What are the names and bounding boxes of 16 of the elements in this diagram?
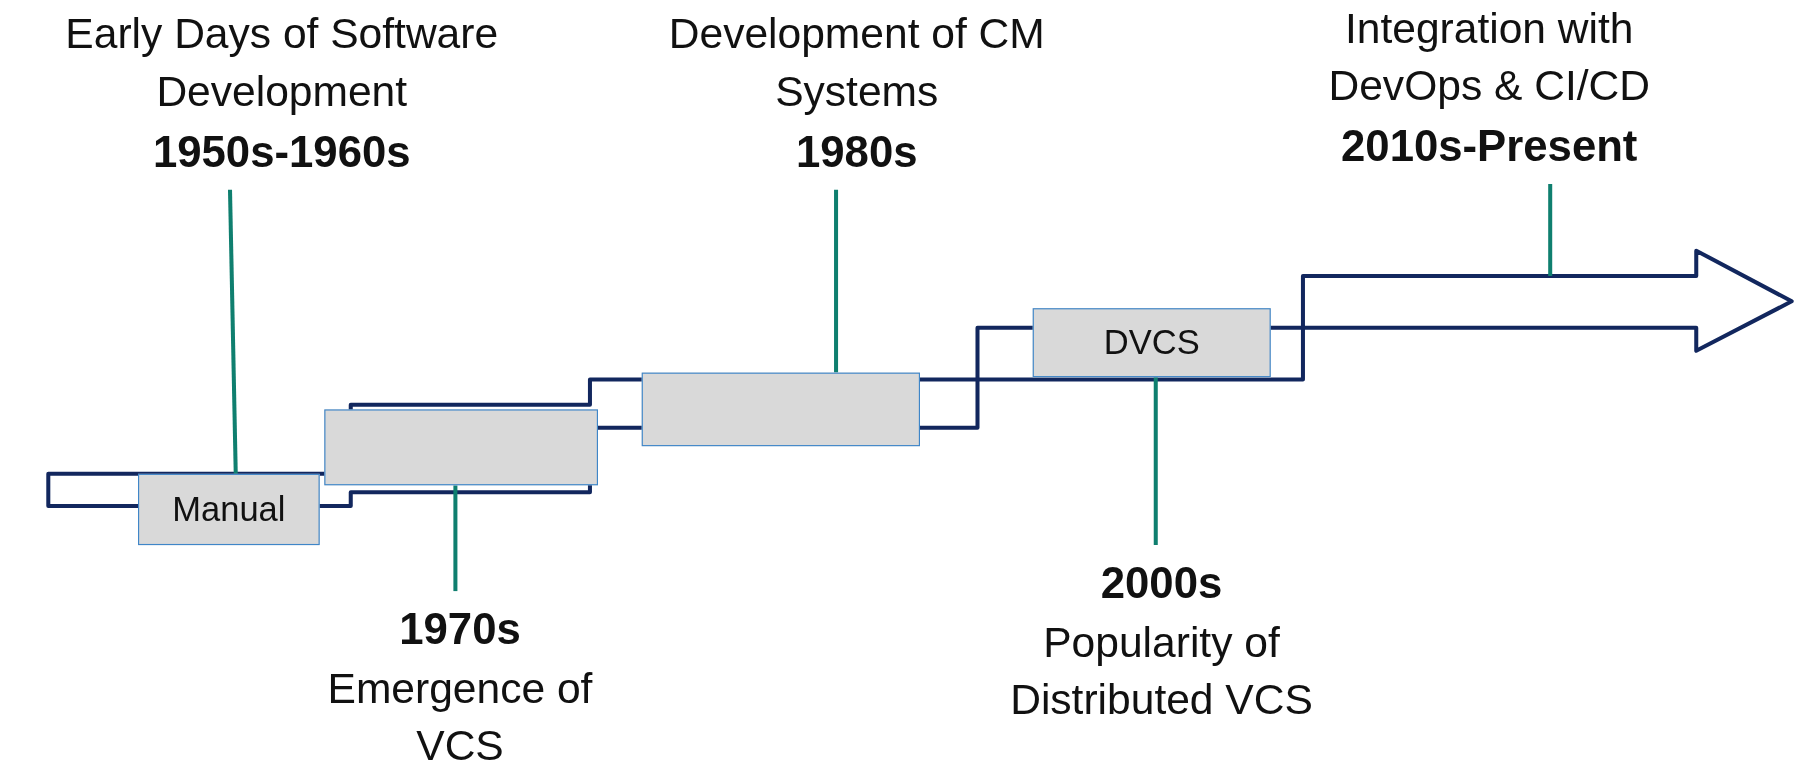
era-description: Emergence of VCS [326, 663, 594, 772]
era-description: Popularity of Distributed VCS [1009, 617, 1314, 726]
era-date: 1980s [795, 126, 919, 178]
era-description: Early Days of Software Development [64, 9, 500, 117]
leader-line [453, 485, 458, 592]
leader-line [1548, 184, 1553, 276]
era-date: 2000s [1099, 557, 1224, 610]
era-date: 1950s-1960s [151, 126, 412, 178]
version-label-box: Manual [138, 473, 320, 546]
leader-line [228, 189, 238, 474]
leader-line [834, 189, 839, 373]
era-description: Development of CM Systems [667, 9, 1046, 117]
era-date: 2010s-Present [1340, 120, 1639, 173]
leader-line [1153, 377, 1158, 546]
era-date: 1970s [398, 603, 522, 656]
era-description: Integration with DevOps & CI/CD [1327, 3, 1652, 112]
